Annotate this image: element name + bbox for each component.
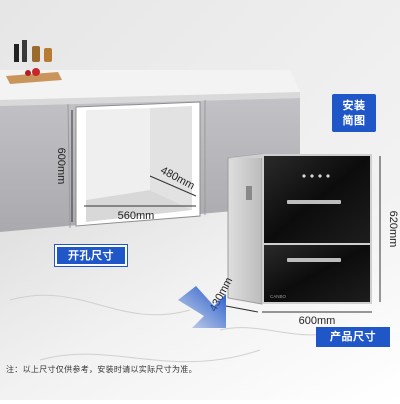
control-indicator-icon[interactable] — [310, 174, 314, 178]
install-tag-line2: 简图 — [342, 114, 366, 127]
product-size-tag: 产品尺寸 — [316, 327, 390, 347]
spice-jar — [44, 48, 52, 62]
cutout-back-wall — [86, 108, 150, 200]
upper-drawer-handle[interactable] — [287, 200, 341, 204]
cutout-height-text: 600mm — [55, 148, 67, 185]
side-handle — [246, 186, 252, 200]
pepper-mill — [14, 44, 19, 62]
cabinet-seam — [67, 103, 71, 229]
cutout-depth-line — [149, 175, 197, 197]
product-depth-line — [225, 305, 259, 313]
cutout-width-text: 560mm — [118, 210, 155, 222]
cutout-size-tag: 开孔尺寸 — [55, 245, 127, 266]
lower-drawer-glass — [264, 245, 370, 302]
arrow-up-right-icon — [178, 286, 226, 328]
lower-drawer-handle[interactable] — [287, 258, 341, 262]
control-indicator-icon[interactable] — [302, 174, 306, 178]
tomato — [32, 68, 40, 76]
countertop — [0, 70, 300, 100]
disclaimer-note: 注：以上尺寸仅供参考，安装时请以实际尺寸为准。 — [6, 365, 197, 374]
cutout-side-wall — [150, 106, 192, 210]
tomato — [25, 70, 31, 76]
install-diagram-tag: 安装 简图 — [332, 94, 376, 132]
pepper-mill — [22, 40, 27, 62]
control-indicator-icon[interactable] — [326, 174, 330, 178]
product-width-text: 600mm — [299, 315, 336, 327]
brand-logo: CANBO — [270, 294, 287, 299]
spice-jar — [32, 46, 40, 62]
cutting-board — [6, 72, 62, 84]
control-indicator-icon[interactable] — [318, 174, 322, 178]
install-tag-line1: 安装 — [342, 99, 366, 112]
upper-drawer-glass — [264, 156, 370, 243]
product-height-text: 620mm — [387, 211, 399, 248]
countertop-edge — [0, 92, 300, 106]
